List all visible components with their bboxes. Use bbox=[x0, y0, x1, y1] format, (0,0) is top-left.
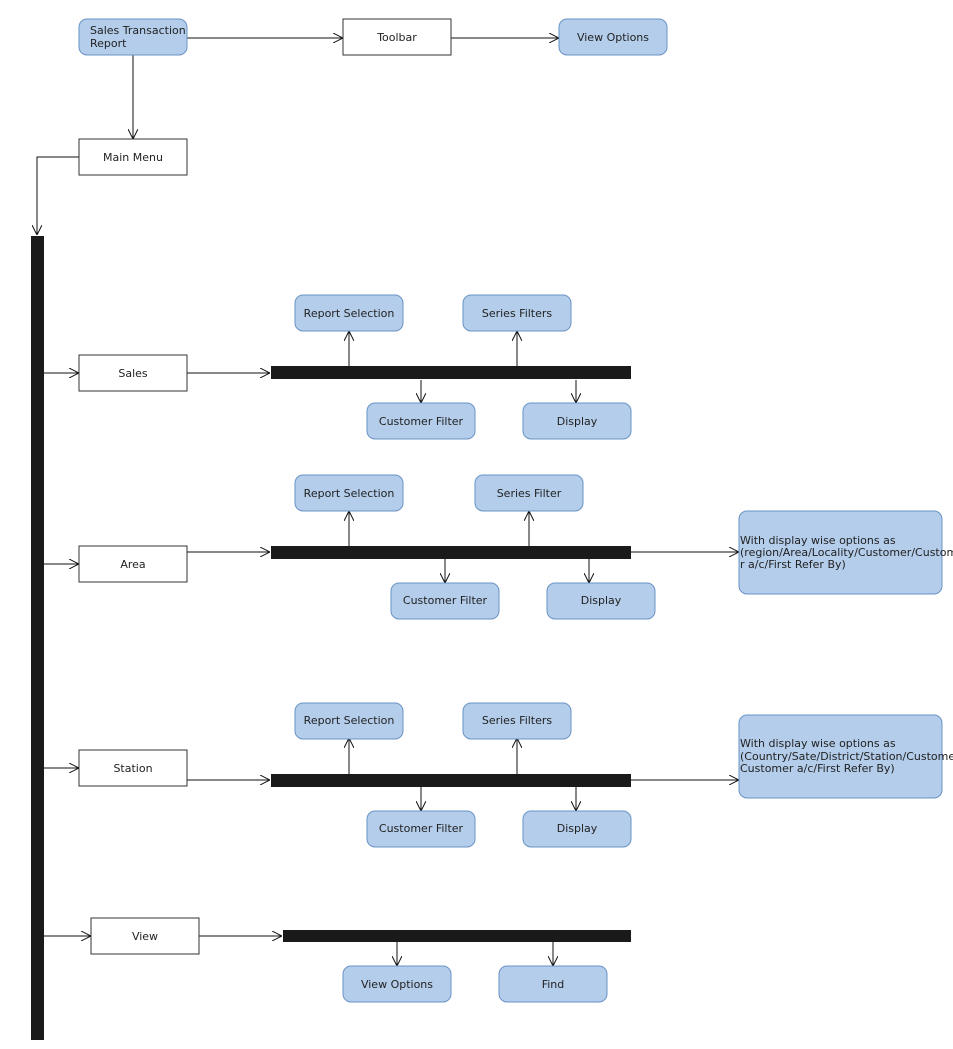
svg-text:r a/c/First Refer By): r a/c/First Refer By) bbox=[740, 558, 846, 571]
area-note-line-1: With display wise options as bbox=[740, 534, 896, 547]
node-sales-report-selection: Report Selection bbox=[294, 294, 404, 332]
node-station-customer-filter: Customer Filter bbox=[366, 810, 476, 848]
node-sales-customer-filter: Customer Filter bbox=[366, 402, 476, 440]
node-station-display: Display bbox=[522, 810, 632, 848]
node-area-report-selection: Report Selection bbox=[294, 474, 404, 512]
connectors bbox=[37, 38, 739, 966]
edge-main-menu-bar bbox=[37, 156, 79, 235]
report-line-2: Report bbox=[90, 37, 127, 50]
sales-display-label: Display bbox=[557, 415, 598, 428]
svg-text:Report: Report bbox=[90, 37, 127, 50]
node-view-options-top: View Options bbox=[558, 18, 668, 56]
station-note-line-3: Customer a/c/First Refer By) bbox=[740, 762, 895, 775]
area-report-selection-label: Report Selection bbox=[304, 487, 395, 500]
report-line-1: Sales Transaction bbox=[90, 24, 186, 37]
node-view-find: Find bbox=[498, 965, 608, 1003]
toolbar-label: Toolbar bbox=[376, 31, 417, 44]
view-label: View bbox=[132, 930, 158, 943]
area-fork-bar bbox=[271, 546, 631, 559]
node-area-display: Display bbox=[546, 582, 656, 620]
node-area: Area bbox=[78, 545, 188, 583]
node-toolbar: Toolbar bbox=[342, 18, 452, 56]
node-station-note: With display wise options as (Country/Sa… bbox=[738, 714, 953, 799]
view-fork-bar bbox=[283, 930, 631, 942]
node-area-customer-filter: Customer Filter bbox=[390, 582, 500, 620]
node-area-note: With display wise options as (region/Are… bbox=[738, 510, 953, 595]
node-view: View bbox=[90, 917, 200, 955]
sales-customer-filter-label: Customer Filter bbox=[379, 415, 464, 428]
node-sales-series-filters: Series Filters bbox=[462, 294, 572, 332]
svg-text:(region/Area/Locality/Customer: (region/Area/Locality/Customer/Custome bbox=[740, 546, 953, 559]
node-sales-transaction-report: Sales Transaction Report bbox=[78, 18, 188, 56]
view-view-options-label: View Options bbox=[361, 978, 433, 991]
svg-text:(Country/Sate/District/Station: (Country/Sate/District/Station/Customer/ bbox=[740, 750, 953, 763]
station-note-line-1: With display wise options as bbox=[740, 737, 896, 750]
svg-text:With display wise options as: With display wise options as bbox=[740, 534, 896, 547]
node-station-series-filters: Series Filters bbox=[462, 702, 572, 740]
area-label: Area bbox=[120, 558, 145, 571]
node-area-series-filter: Series Filter bbox=[474, 474, 584, 512]
area-note-line-2: (region/Area/Locality/Customer/Custome bbox=[740, 546, 953, 559]
main-menu-label: Main Menu bbox=[103, 151, 163, 164]
area-note-line-3: r a/c/First Refer By) bbox=[740, 558, 846, 571]
svg-text:Sales Transaction: Sales Transaction bbox=[90, 24, 186, 37]
station-display-label: Display bbox=[557, 822, 598, 835]
svg-text:Customer a/c/First Refer By): Customer a/c/First Refer By) bbox=[740, 762, 895, 775]
node-station-report-selection: Report Selection bbox=[294, 702, 404, 740]
node-station: Station bbox=[78, 749, 188, 787]
view-find-label: Find bbox=[542, 978, 565, 991]
node-sales: Sales bbox=[78, 354, 188, 392]
area-display-label: Display bbox=[581, 594, 622, 607]
sales-label: Sales bbox=[118, 367, 148, 380]
station-label: Station bbox=[113, 762, 152, 775]
svg-text:With display wise options as: With display wise options as bbox=[740, 737, 896, 750]
node-view-view-options: View Options bbox=[342, 965, 452, 1003]
sales-series-filters-label: Series Filters bbox=[482, 307, 553, 320]
station-series-filters-label: Series Filters bbox=[482, 714, 553, 727]
area-customer-filter-label: Customer Filter bbox=[403, 594, 488, 607]
area-series-filter-label: Series Filter bbox=[497, 487, 562, 500]
station-fork-bar bbox=[271, 774, 631, 787]
station-customer-filter-label: Customer Filter bbox=[379, 822, 464, 835]
node-sales-display: Display bbox=[522, 402, 632, 440]
view-options-top-label: View Options bbox=[577, 31, 649, 44]
main-sync-bar bbox=[31, 236, 44, 1040]
sales-fork-bar bbox=[271, 366, 631, 379]
station-report-selection-label: Report Selection bbox=[304, 714, 395, 727]
sales-report-selection-label: Report Selection bbox=[304, 307, 395, 320]
station-note-line-2: (Country/Sate/District/Station/Customer/ bbox=[740, 750, 953, 763]
node-main-menu: Main Menu bbox=[78, 138, 188, 176]
